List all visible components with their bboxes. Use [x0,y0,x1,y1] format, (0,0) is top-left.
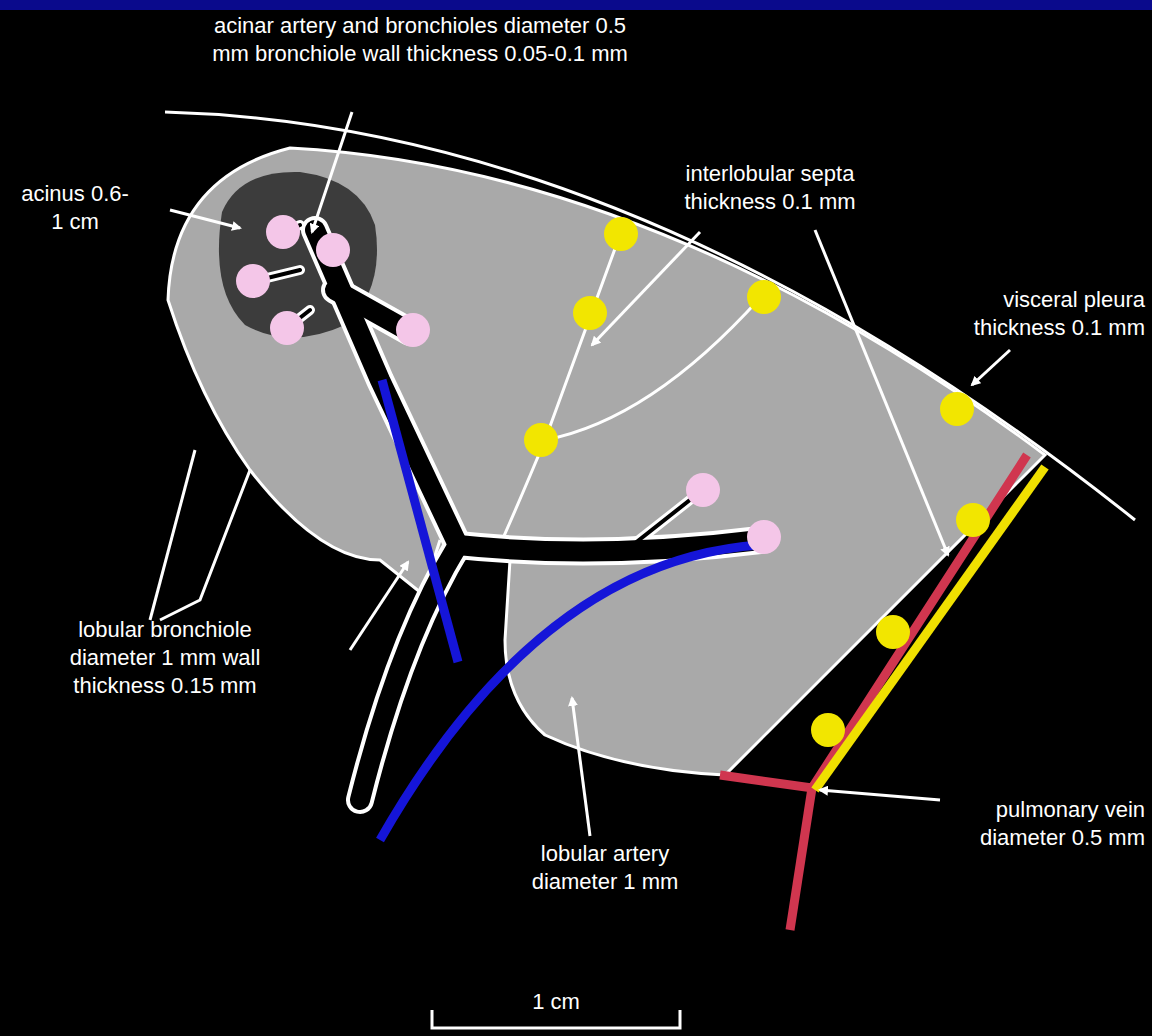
callout-label: acinus 0.6-1 cm [20,180,130,236]
acinar-dots [236,215,781,554]
leader-arrows [170,112,1010,836]
callout-label: lobular bronchiole diameter 1 mm wall th… [40,616,290,700]
callout-label: interlobular septa thickness 0.1 mm [655,160,885,216]
top-bar [0,0,1152,10]
scale-label: 1 cm [456,988,656,1016]
interlobular-septa [150,235,760,640]
callout-label: pulmonary vein diameter 0.5 mm [935,796,1145,852]
highlight-lines [380,380,1045,930]
septal-dots [524,217,990,747]
callout-label: visceral pleura thickness 0.1 mm [935,286,1145,342]
secondary-lobule [168,148,1045,775]
callout-label: acinar artery and bronchioles diameter 0… [200,12,640,68]
callout-label: lobular artery diameter 1 mm [505,840,705,896]
bronchiole-tree [255,225,760,800]
